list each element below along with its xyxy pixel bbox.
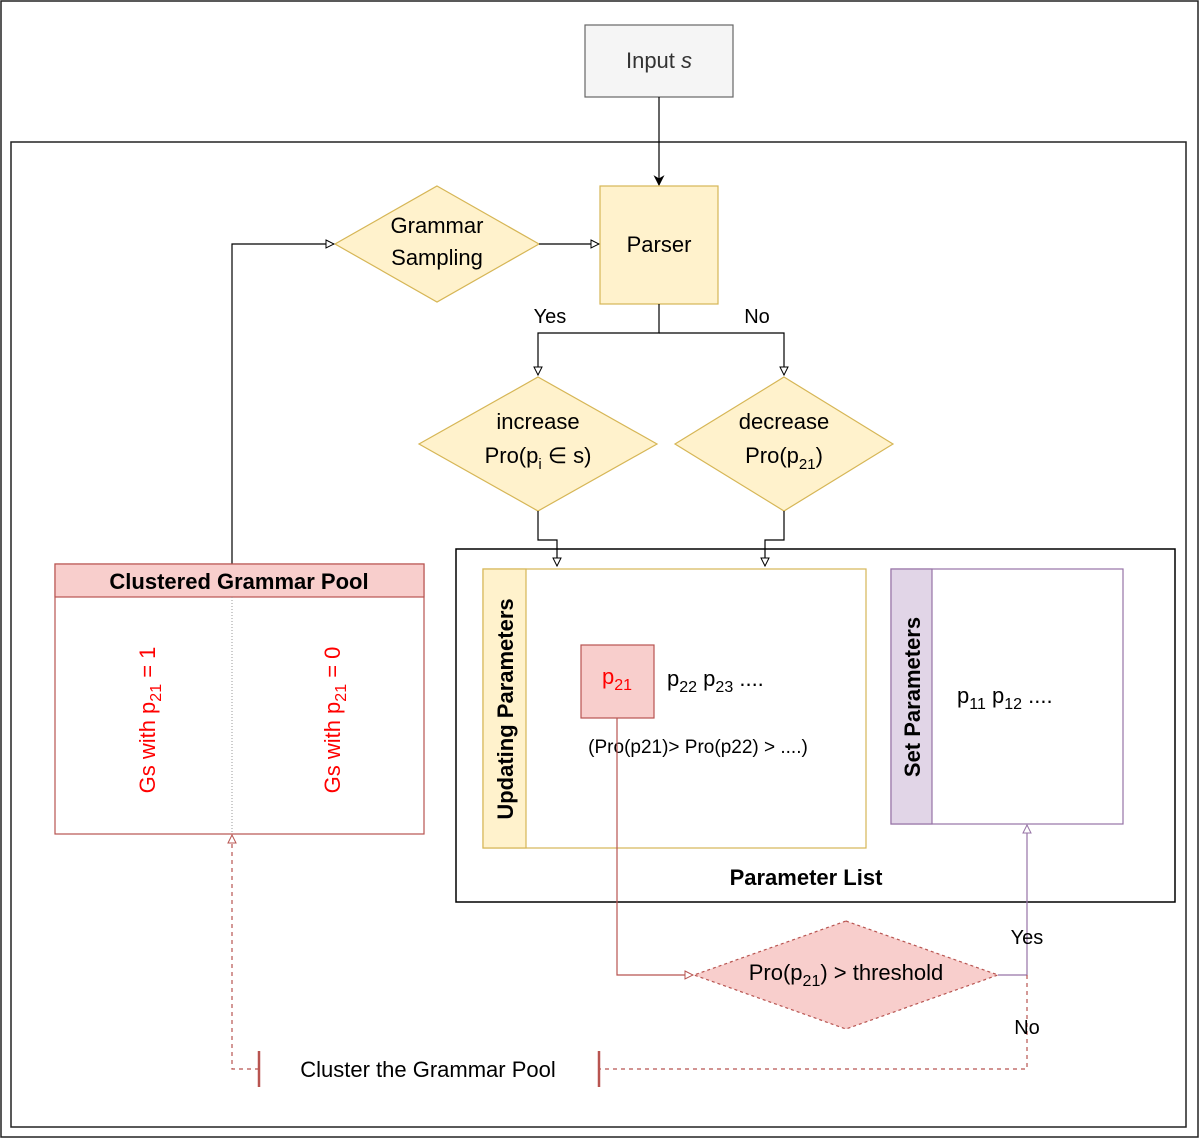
decrease-line2: Pro(p21): [745, 443, 823, 473]
edge-threshold-set: [998, 825, 1027, 976]
increase-line2: Pro(pi ∈ s): [485, 443, 592, 473]
set-parameters-header: [890, 568, 933, 825]
cluster-label: Cluster the Grammar Pool: [300, 1057, 556, 1082]
p21-highlight-label: p21: [602, 664, 632, 694]
input-node: [584, 24, 734, 98]
updating-parameters-title: Updating Parameters: [493, 598, 518, 819]
threshold-yes-label: Yes: [1011, 927, 1044, 949]
parameter-list-title: Parameter List: [730, 865, 884, 890]
parser-label: Parser: [627, 232, 692, 257]
threshold-node: [692, 920, 1000, 1030]
threshold-no-label: No: [1014, 1017, 1040, 1039]
edge-cluster-pool: [232, 835, 259, 1070]
edge-parser-increase: [538, 304, 660, 375]
inner-frame: [10, 141, 1187, 1128]
edge-increase-params: [537, 511, 557, 566]
set-parameters-title: Set Parameters: [900, 617, 925, 777]
parameter-list-container: [455, 548, 1176, 903]
edge-parser-decrease: [659, 332, 784, 375]
edge-p21-threshold: [616, 718, 693, 975]
set-parameter-list: p11 p12 ....: [957, 683, 1053, 713]
threshold-label: Pro(p21) > threshold: [749, 960, 944, 990]
updating-order-text: (Pro(p21)> Pro(p22) > ....): [588, 737, 808, 758]
increase-line1: increase: [496, 409, 579, 434]
grammar-pool-left-label: Gs with p21 = 1: [135, 647, 165, 794]
parser-node: [599, 185, 719, 305]
updating-parameters-header: [482, 568, 527, 849]
grammar-sampling-node: [333, 185, 541, 303]
grammar-sampling-line2: Sampling: [391, 245, 483, 270]
branch-yes-label: Yes: [534, 306, 567, 328]
decrease-line1: decrease: [739, 409, 830, 434]
branch-no-label: No: [744, 306, 770, 328]
edge-pool-sampling: [231, 244, 334, 564]
edge-threshold-cluster: [599, 975, 1028, 1070]
updating-parameters-lane: [482, 568, 867, 849]
input-label: Input s: [626, 48, 692, 73]
edge-decrease-params: [765, 511, 785, 566]
grammar-pool-header: [54, 563, 425, 598]
grammar-sampling-line1: Grammar: [391, 213, 484, 238]
grammar-pool-title: Clustered Grammar Pool: [109, 569, 368, 594]
grammar-pool-right-label: Gs with p21 = 0: [320, 647, 350, 794]
grammar-pool: [54, 563, 425, 835]
updating-parameter-list: p22 p23 ....: [667, 666, 764, 696]
